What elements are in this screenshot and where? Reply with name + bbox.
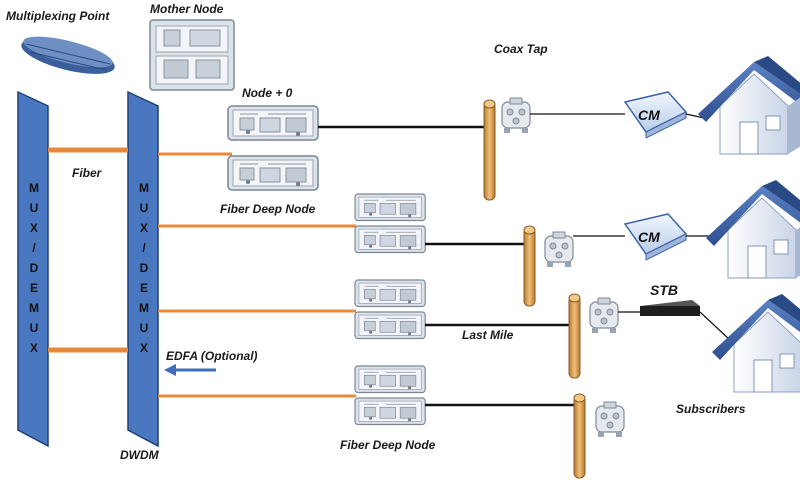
dwdm-label: DWDM <box>120 448 159 462</box>
house-2 <box>705 179 800 279</box>
mother-node-device <box>149 19 235 91</box>
mux-letter: M <box>139 181 149 195</box>
multiplexing-point-closure <box>21 36 115 74</box>
mux-letter: X <box>140 341 148 355</box>
node-plus-zero-label: Node + 0 <box>242 86 293 100</box>
mux-letter: U <box>140 321 149 335</box>
coax-pole-2 <box>523 225 536 307</box>
coax-pole-3 <box>568 293 581 379</box>
mux-letter: D <box>30 261 39 275</box>
edfa-arrow <box>164 364 216 376</box>
last-mile-label: Last Mile <box>462 328 514 342</box>
mux-letter: / <box>142 241 146 255</box>
house-1 <box>697 55 800 155</box>
coax-tap-label: Coax Tap <box>494 42 548 56</box>
mux-letter: E <box>140 281 148 295</box>
coax-tap-4 <box>595 401 625 438</box>
coax-pole-1 <box>483 99 496 201</box>
stb-to-house <box>699 311 731 341</box>
mux-demux-left <box>17 90 49 448</box>
fiber-deep-node-4 <box>354 365 426 426</box>
mux-letter: D <box>140 261 149 275</box>
mux-letter: M <box>139 301 149 315</box>
mux-letter: / <box>32 241 36 255</box>
cable-modem-1 <box>623 91 688 139</box>
fiber-label: Fiber <box>72 166 102 180</box>
multiplexing-point-label: Multiplexing Point <box>6 9 110 23</box>
mux-letter: U <box>140 201 149 215</box>
node-plus-zero-device <box>227 105 319 191</box>
fiber-deep-node-2 <box>354 193 426 254</box>
stb-label: STB <box>650 282 678 298</box>
set-top-box <box>640 300 700 316</box>
coax-pole-4 <box>573 393 586 479</box>
mux-letter: X <box>30 221 38 235</box>
fiber-deep-node-3 <box>354 279 426 340</box>
coax-tap-2 <box>544 231 574 268</box>
fiber-deep-node-bottom-label: Fiber Deep Node <box>340 438 436 452</box>
mux-letter: U <box>30 201 39 215</box>
house-3 <box>711 293 800 393</box>
mux-letter: M <box>29 301 39 315</box>
edfa-label: EDFA (Optional) <box>166 349 258 363</box>
cm-2-label: CM <box>638 229 660 245</box>
subscribers-label: Subscribers <box>676 402 746 416</box>
mother-node-label: Mother Node <box>150 2 224 16</box>
coax-tap-3 <box>589 297 619 334</box>
mux-demux-right <box>127 90 159 448</box>
mux-letter: E <box>30 281 38 295</box>
fiber-deep-node-top-label: Fiber Deep Node <box>220 202 316 216</box>
cable-modem-2 <box>623 213 688 261</box>
mux-letter: U <box>30 321 39 335</box>
mux-letter: X <box>30 341 38 355</box>
coax-tap-1 <box>501 97 531 134</box>
mux-letter: M <box>29 181 39 195</box>
cm1-to-house <box>685 113 705 119</box>
mux-letter: X <box>140 221 148 235</box>
cm-1-label: CM <box>638 107 660 123</box>
